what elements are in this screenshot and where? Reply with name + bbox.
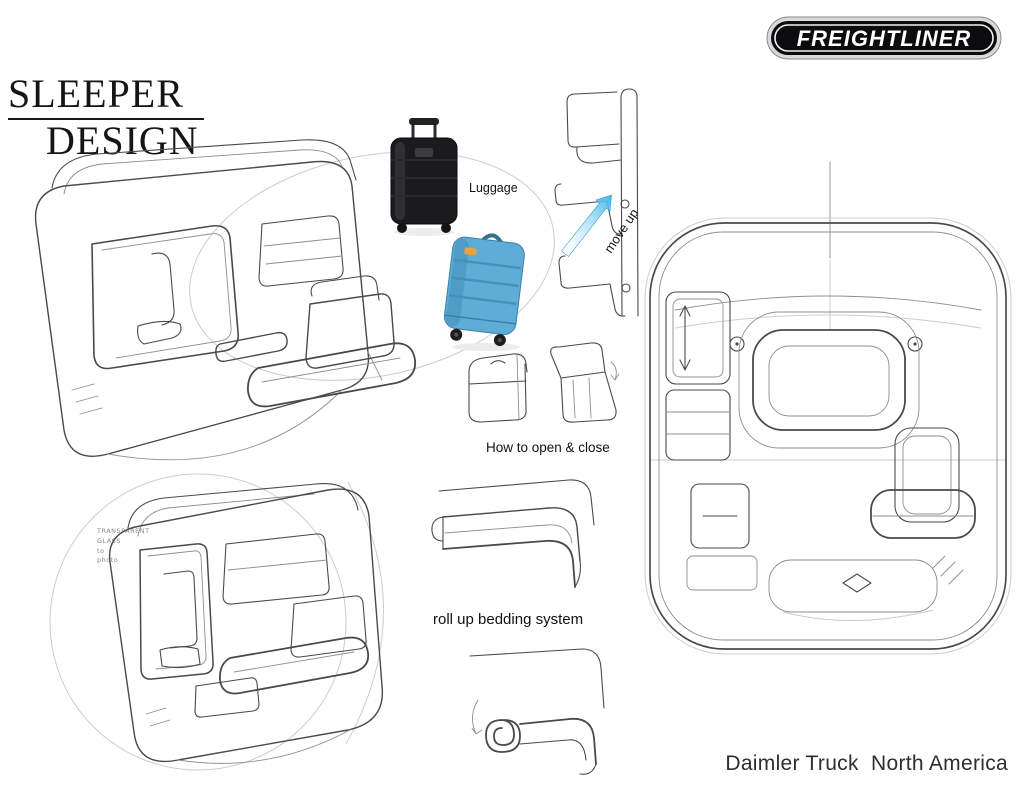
window-opening [139,543,214,680]
floor-bench [768,555,964,622]
mattress-roll-spiral [485,719,521,753]
wheel-hub-right [497,338,502,343]
wall-panel [620,88,639,317]
vertical-adjust-arrow-icon [679,305,691,371]
black-suitcase-image [390,118,458,236]
cabin-front-view-sketch [644,161,1012,655]
bench-backrest [290,595,367,658]
cabin-outline [649,222,1007,650]
logo-badge [771,21,997,55]
floor-marker-diamond [842,573,872,593]
luggage-label: Luggage [469,181,518,195]
seat-lower-position [558,255,631,317]
ottoman-closed-sketch [468,353,528,423]
hatching [145,707,171,727]
hatching [71,383,103,415]
armrest-console [215,331,288,363]
construction-lines [49,473,384,771]
suitcase-badge [415,148,433,157]
roll-direction-arrow [471,699,483,735]
back-wall-panel [222,533,330,605]
suitcase-shadow [394,228,454,236]
wheel-hub-left [454,332,459,337]
table [194,677,260,718]
brand-patch [464,247,477,256]
wheel-left [397,223,407,233]
upper-door [566,91,622,164]
wheel-right [441,223,451,233]
blue-suitcase-image [443,233,525,351]
cabin-shell [34,139,383,461]
cabin-shell [108,482,384,764]
seat-upper-position [554,183,630,235]
bedding-caption: roll up bedding system [433,611,584,628]
freightliner-logo: FREIGHTLINER [766,16,1002,60]
handle-grip [409,118,439,125]
bunk-edge [674,295,982,329]
logo-text: FREIGHTLINER [797,26,972,51]
bedding-roll-sketch [469,648,605,775]
drawer-box [690,483,750,549]
interior-seat [305,275,395,369]
ceiling-lights [729,336,923,352]
seat-through-window [159,570,201,669]
sofa-cushion [247,342,417,408]
move-up-arrow [561,194,612,257]
seat-through-window [137,252,182,345]
ottoman-open-sketch [550,342,620,423]
seat-lift-mechanism-sketch: move up [554,88,641,317]
cabin-perspective-sketch-top [34,139,555,461]
back-wall-cabinet [258,215,344,287]
left-cabinet-stack [665,291,758,591]
footer-text: Daimler Truck North America [725,752,1008,775]
logo-inner-line [774,24,994,52]
title-sleeper: SLEEPER [8,71,184,116]
bench-cushion [219,636,370,695]
zip-line [444,314,517,325]
page-title: SLEEPER DESIGN [8,71,204,163]
open-close-caption: How to open & close [486,440,610,455]
bedding-corner-sketch [431,479,595,588]
title-design: DESIGN [46,117,199,163]
suitcase-body-group [443,233,525,347]
right-seat [870,427,976,539]
suitcase-highlight [395,142,405,220]
suitcase-shadow [452,343,520,351]
cabin-perspective-sketch-bottom [49,473,384,771]
seat-cushion [870,489,976,539]
window-opening [91,224,240,370]
suitcase-ribs [391,159,457,197]
center-bed-panel [738,311,920,449]
title-underline [8,117,204,120]
suitcase-ribs [448,258,521,306]
